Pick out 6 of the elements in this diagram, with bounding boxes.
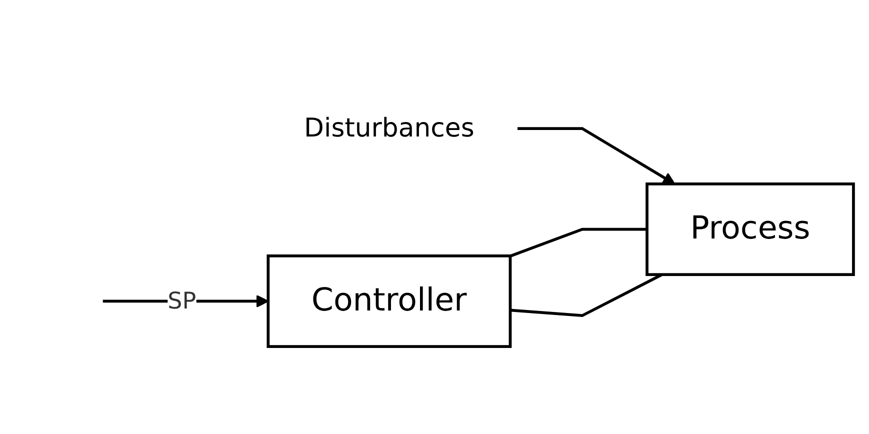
block-diagram: SP Disturbances Controller Process [4, 76, 864, 358]
node-text: Disturbances [304, 113, 474, 144]
connector [509, 228, 647, 258]
arrow [517, 127, 675, 184]
node-box [266, 254, 512, 348]
node-box [645, 182, 854, 276]
